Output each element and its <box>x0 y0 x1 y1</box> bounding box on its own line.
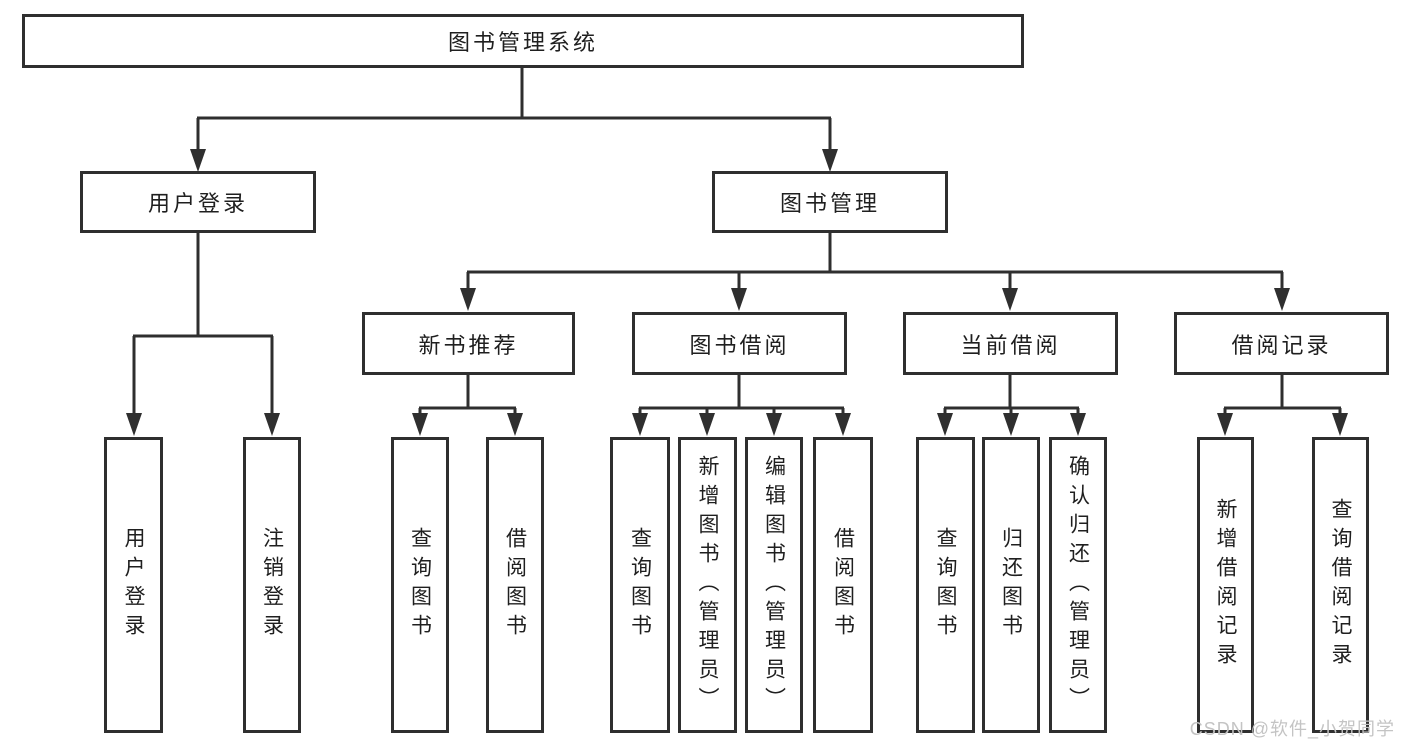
node-leaf-query-book-1: 查询图书 <box>391 437 449 733</box>
node-leaf-user-login: 用户登录 <box>104 437 163 733</box>
csdn-watermark: CSDN @软件_小贺同学 <box>1189 719 1395 739</box>
node-leaf-logout: 注销登录 <box>243 437 301 733</box>
node-leaf-query-borrow-record: 查询借阅记录 <box>1312 437 1369 733</box>
node-leaf-borrow-book-2: 借阅图书 <box>813 437 873 733</box>
node-book-management: 图书管理 <box>712 171 948 233</box>
node-root: 图书管理系统 <box>22 14 1024 68</box>
node-leaf-query-book-2: 查询图书 <box>610 437 670 733</box>
node-leaf-edit-book-admin: 编辑图书（管理员） <box>745 437 803 733</box>
node-user-login: 用户登录 <box>80 171 316 233</box>
node-book-borrow: 图书借阅 <box>632 312 847 375</box>
node-borrow-records: 借阅记录 <box>1174 312 1389 375</box>
node-leaf-add-borrow-record: 新增借阅记录 <box>1197 437 1254 733</box>
node-leaf-confirm-return-admin: 确认归还（管理员） <box>1049 437 1107 733</box>
node-leaf-return-book: 归还图书 <box>982 437 1040 733</box>
node-leaf-add-book-admin: 新增图书（管理员） <box>678 437 737 733</box>
node-leaf-borrow-book-1: 借阅图书 <box>486 437 544 733</box>
node-leaf-query-book-3: 查询图书 <box>916 437 975 733</box>
node-new-book-recommend: 新书推荐 <box>362 312 575 375</box>
node-current-borrow: 当前借阅 <box>903 312 1118 375</box>
